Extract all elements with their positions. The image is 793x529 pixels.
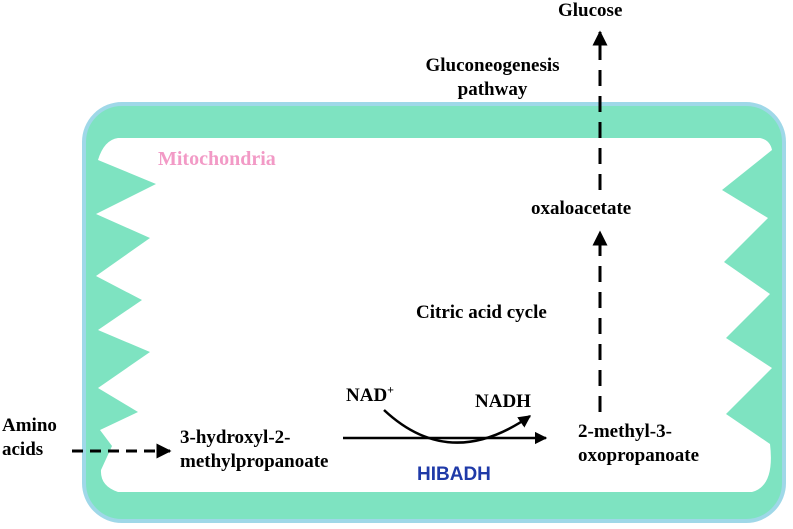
substrate-line-2: methylpropanoate (180, 451, 329, 472)
substrate-label: 3-hydroxyl-2- methylpropanoate (180, 426, 328, 474)
glucose-label: Glucose (558, 0, 623, 21)
amino-acids-line-1: Amino (2, 415, 57, 436)
substrate-line-1: 3-hydroxyl-2- (180, 427, 291, 448)
citric-acid-cycle-label: Citric acid cycle (416, 302, 547, 323)
amino-acids-line-2: acids (2, 439, 44, 460)
product-label: 2-methyl-3- oxopropanoate (578, 420, 699, 468)
enzyme-hibadh-label: HIBADH (417, 464, 491, 485)
nad-to-nadh-curve (383, 409, 532, 444)
gluconeogenesis-line-2: pathway (457, 79, 528, 100)
nad-plus-label: NAD+ (346, 384, 394, 408)
product-line-1: 2-methyl-3- (578, 421, 672, 442)
nadh-label: NADH (475, 391, 531, 412)
mitochondria-membrane (82, 102, 786, 523)
oxaloacetate-label: oxaloacetate (531, 198, 632, 219)
mitochondria-label: Mitochondria (158, 148, 276, 170)
gluconeogenesis-line-1: Gluconeogenesis (425, 55, 560, 76)
product-line-2: oxopropanoate (578, 445, 700, 466)
mitochondria-matrix (96, 138, 772, 492)
amino-acids-label: Amino acids (2, 414, 57, 462)
nad-superscript: + (387, 382, 395, 397)
nad-base: NAD (346, 385, 388, 406)
gluconeogenesis-label: Gluconeogenesis pathway (395, 54, 590, 102)
